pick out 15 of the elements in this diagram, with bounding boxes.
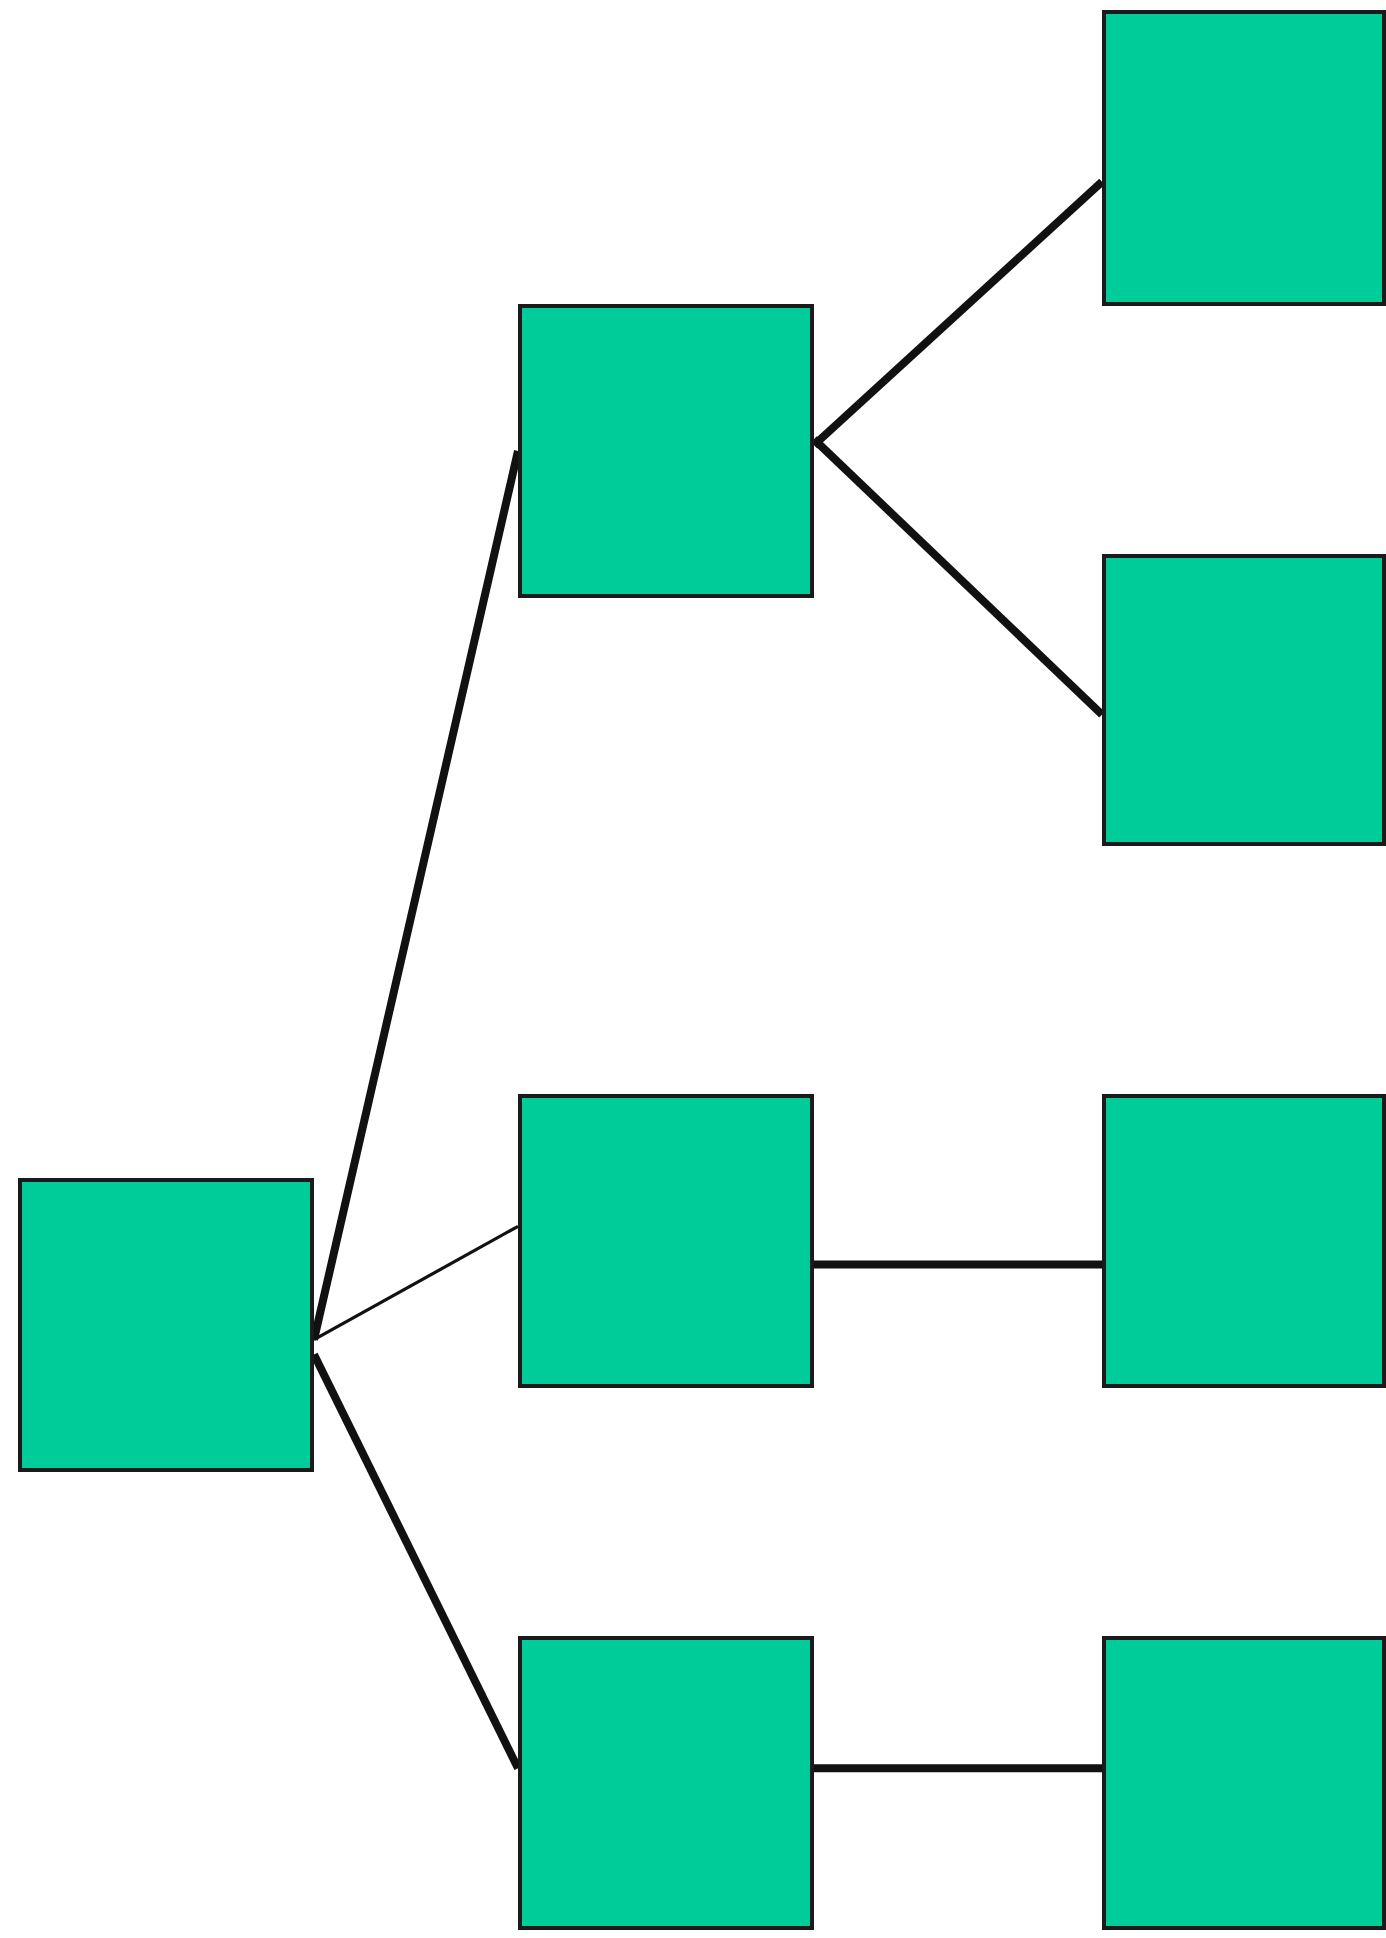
connector-line	[814, 1260, 1102, 1269]
connector-line	[310, 450, 522, 1341]
process-box	[1102, 1094, 1386, 1388]
process-box	[518, 304, 814, 598]
process-box	[1102, 10, 1386, 306]
connector-line	[814, 1764, 1102, 1773]
process-box	[1102, 554, 1386, 846]
connector-line	[313, 1224, 519, 1342]
process-box	[18, 1178, 314, 1472]
process-box	[1102, 1636, 1386, 1930]
connector-line	[811, 436, 1105, 718]
process-box	[518, 1094, 814, 1388]
connector-line	[310, 1352, 522, 1771]
process-box	[518, 1636, 814, 1930]
connector-line	[811, 178, 1105, 449]
